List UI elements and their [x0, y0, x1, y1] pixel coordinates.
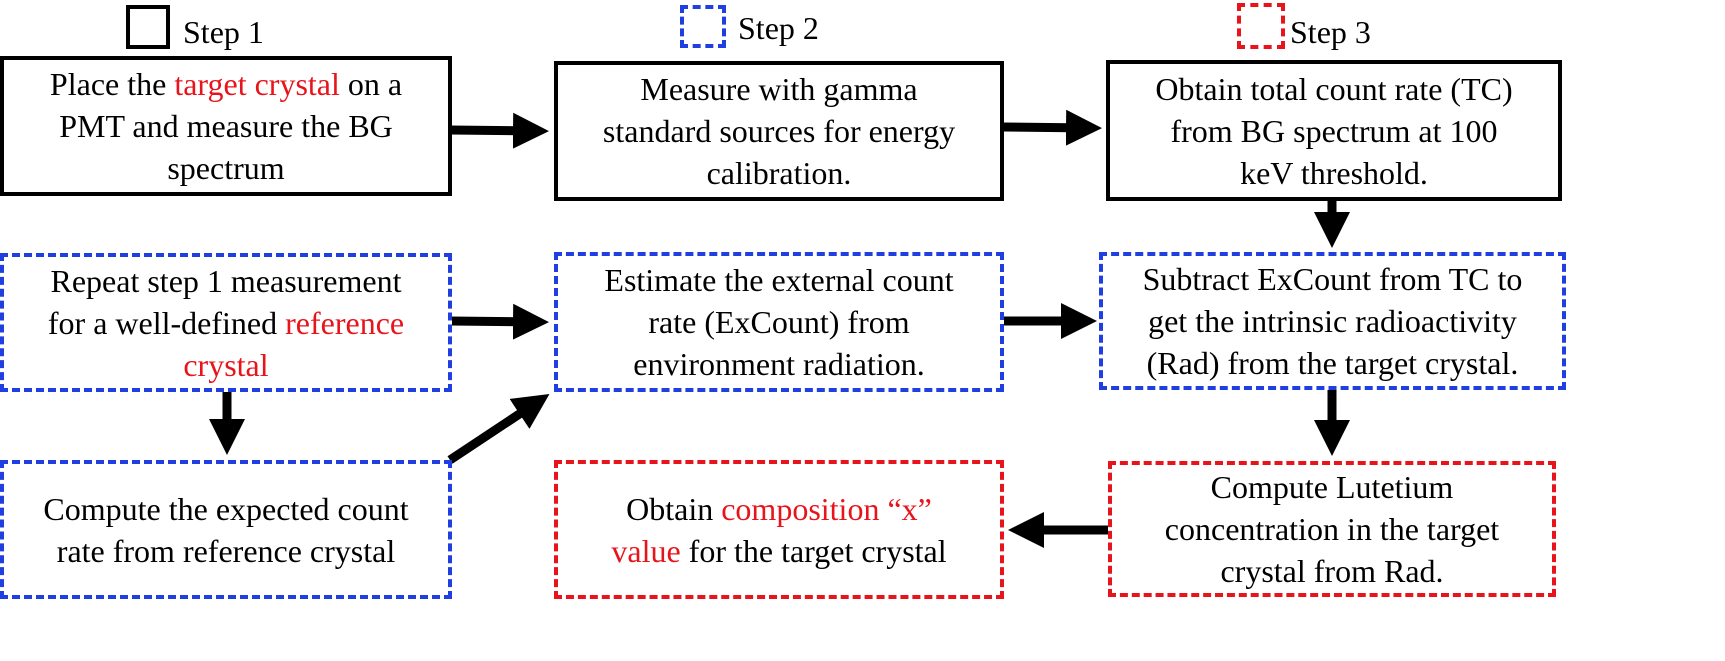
legend-step3-label: Step 3 — [1290, 14, 1371, 50]
node-text-line: keV threshold. — [1155, 152, 1512, 194]
node-obtain-x: Obtain composition “x”value for the targ… — [554, 460, 1004, 599]
node-text-line: from BG spectrum at 100 — [1155, 110, 1512, 152]
text-segment: (Rad) from the target crystal. — [1146, 345, 1519, 381]
legend-step2-swatch — [680, 5, 726, 48]
highlighted-term: composition “x” — [721, 490, 932, 527]
text-segment: environment radiation. — [633, 346, 925, 382]
node-text-line: for a well-defined reference — [48, 302, 404, 344]
node-text: Measure with gamma standard sources for e… — [603, 68, 955, 194]
text-segment: Repeat step 1 measurement — [50, 262, 402, 299]
node-text-line: standard sources for energy — [603, 110, 955, 152]
arrow-compute-expected-to-estimate — [447, 394, 550, 464]
node-text-line: Obtain composition “x” — [611, 488, 946, 530]
node-text: Subtract ExCount from TC to get the intri… — [1143, 258, 1523, 384]
text-segment: calibration. — [706, 155, 852, 191]
node-text-line: rate from reference crystal — [43, 530, 408, 572]
node-text: Obtain total count rate (TC) from BG spec… — [1155, 68, 1512, 194]
legend-step1-swatch — [126, 5, 170, 49]
text-segment: Subtract ExCount from TC to — [1142, 261, 1523, 297]
text-segment: Obtain total count rate (TC) — [1155, 70, 1513, 107]
node-text-line: Subtract ExCount from TC to — [1143, 258, 1523, 300]
text-segment: Compute Lutetium — [1210, 469, 1454, 505]
node-compute-lutetium: Compute Lutetium concentration in the tar… — [1108, 461, 1556, 597]
text-segment: Obtain — [626, 490, 722, 527]
node-compute-expected: Compute the expected count rate from refe… — [0, 460, 452, 599]
highlighted-term: value — [611, 532, 681, 569]
text-segment: rate (ExCount) from — [648, 304, 910, 340]
arrow-repeat-to-estimate — [449, 303, 549, 340]
node-obtain-tc: Obtain total count rate (TC) from BG spec… — [1106, 60, 1562, 201]
text-segment: spectrum — [167, 150, 285, 186]
node-text-line: Estimate the external count — [604, 259, 953, 301]
legend-step2-label: Step 2 — [738, 10, 819, 46]
text-segment: Compute the expected count — [43, 490, 409, 527]
legend-step3-swatch — [1237, 3, 1285, 49]
highlighted-term: crystal — [183, 346, 269, 383]
node-subtract-excount: Subtract ExCount from TC to get the intri… — [1099, 252, 1566, 390]
text-segment: keV threshold. — [1240, 154, 1428, 191]
text-segment: for the target crystal — [680, 532, 947, 569]
node-text-line: Measure with gamma — [603, 68, 955, 110]
text-segment: standard sources for energy — [602, 113, 956, 149]
node-text-line: Compute Lutetium — [1165, 466, 1499, 508]
legend-step1-label: Step 1 — [183, 14, 264, 50]
node-text: Obtain composition “x”value for the targ… — [611, 488, 946, 572]
node-text-line: Compute the expected count — [43, 488, 408, 530]
node-text-line: value for the target crystal — [611, 530, 946, 572]
node-text-line: PMT and measure the BG — [50, 105, 402, 147]
node-text-line: Obtain total count rate (TC) — [1155, 68, 1512, 110]
node-text-line: Repeat step 1 measurement — [48, 260, 404, 302]
node-text-line: get the intrinsic radioactivity — [1143, 300, 1523, 342]
text-segment: Measure with gamma — [640, 71, 918, 107]
text-segment: Place the — [49, 66, 175, 102]
node-text-line: environment radiation. — [604, 343, 953, 385]
node-text-line: crystal — [48, 344, 404, 386]
text-segment: Estimate the external count — [604, 262, 954, 298]
text-segment: from BG spectrum at 100 — [1170, 112, 1498, 149]
text-segment: crystal from Rad. — [1220, 553, 1444, 589]
node-text-line: spectrum — [50, 147, 402, 189]
text-segment: get the intrinsic radioactivity — [1148, 303, 1517, 339]
arrow-place-to-measure — [449, 112, 549, 149]
text-segment: rate from reference crystal — [56, 532, 396, 569]
node-text-line: rate (ExCount) from — [604, 301, 953, 343]
node-estimate-excount: Estimate the external count rate (ExCount… — [554, 252, 1004, 392]
text-segment: PMT and measure the BG — [59, 108, 393, 144]
node-text-line: crystal from Rad. — [1165, 550, 1499, 592]
node-text-line: calibration. — [603, 152, 955, 194]
node-text: Compute Lutetium concentration in the tar… — [1165, 466, 1499, 592]
text-segment: for a well-defined — [47, 304, 286, 341]
node-text: Compute the expected count rate from refe… — [43, 488, 408, 572]
node-text-line: (Rad) from the target crystal. — [1143, 342, 1523, 384]
node-text-line: concentration in the target — [1165, 508, 1499, 550]
text-segment: on a — [339, 66, 403, 102]
node-text-line: Place the target crystal on a — [50, 63, 402, 105]
arrow-measure-to-obtain-tc — [1003, 109, 1102, 146]
highlighted-term: target crystal — [174, 66, 340, 102]
text-segment: concentration in the target — [1164, 511, 1500, 547]
node-text: Estimate the external count rate (ExCount… — [604, 259, 953, 385]
node-measure-gamma: Measure with gamma standard sources for e… — [554, 61, 1004, 201]
highlighted-term: reference — [285, 304, 405, 341]
